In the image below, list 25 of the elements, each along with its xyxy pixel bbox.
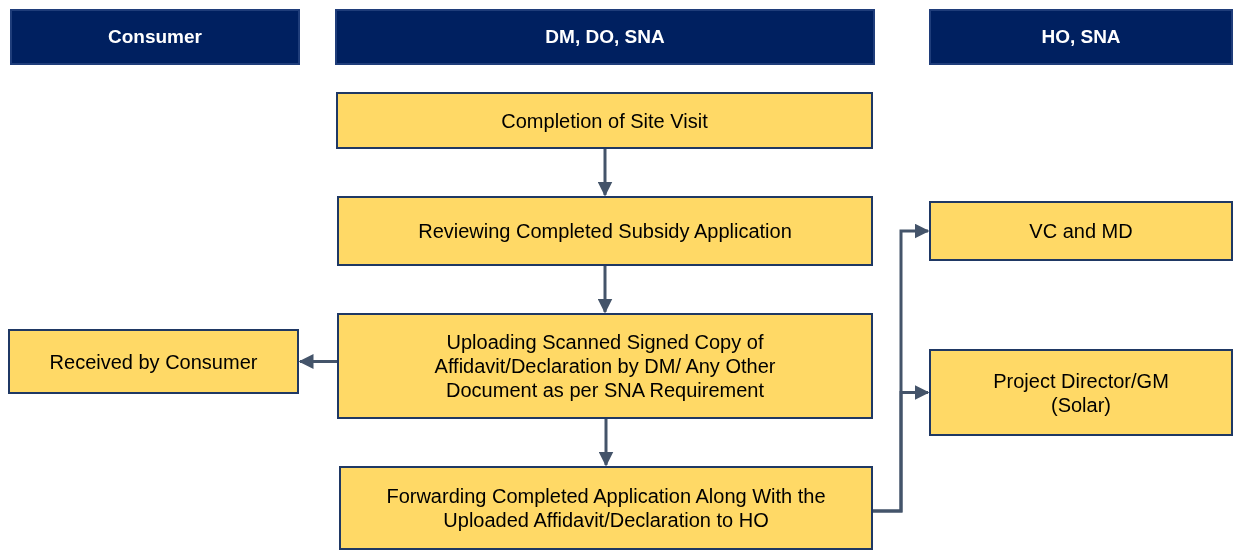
arrow	[597, 149, 613, 197]
process-box	[929, 201, 1233, 261]
arrow	[298, 354, 337, 369]
arrow	[873, 385, 930, 513]
process-box	[8, 329, 299, 394]
box-text: DM, DO, SNA	[545, 25, 665, 49]
lane-header	[929, 9, 1233, 65]
box-text: Forwarding Completed Application Along With the Uploaded Affidavit/Declaration to HO	[385, 484, 827, 532]
box-text: Reviewing Completed Subsidy Application	[418, 219, 792, 243]
process-box	[337, 313, 873, 419]
process-box	[339, 466, 873, 550]
box-text: Completion of Site Visit	[501, 108, 708, 133]
box-text: Uploading Scanned Signed Copy of Affidavit/Declaration by DM/ Any Other Document as per SNA Requirement	[433, 330, 777, 402]
lane-header	[10, 9, 300, 65]
box-text: VC and MD	[1029, 219, 1133, 243]
arrow	[598, 419, 614, 467]
box-text: Project Director/GM (Solar)	[992, 368, 1170, 417]
box-text: HO, SNA	[1041, 25, 1121, 49]
process-box	[337, 196, 873, 266]
process-box	[929, 349, 1233, 436]
arrow	[597, 266, 613, 314]
lane-header	[335, 9, 875, 65]
process-box	[336, 92, 873, 149]
box-text: Consumer	[108, 25, 202, 49]
box-text: Received by Consumer	[49, 349, 258, 374]
